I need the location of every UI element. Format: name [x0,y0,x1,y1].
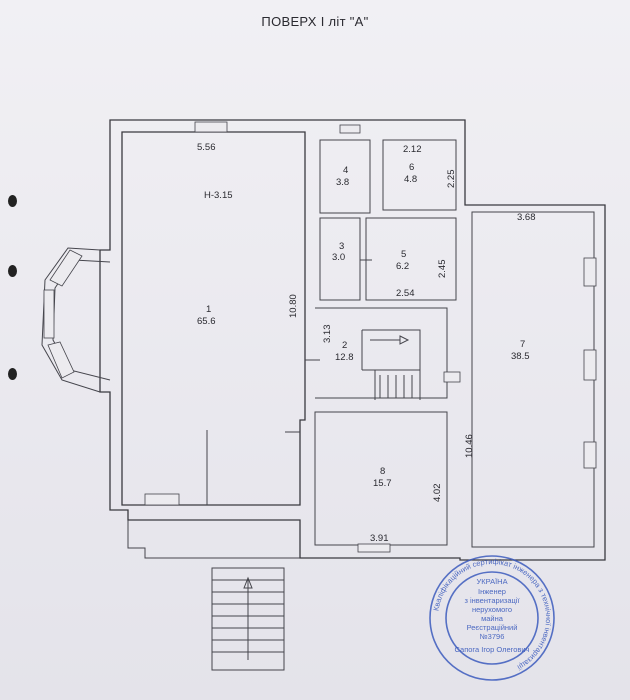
room-8-number: 8 [380,466,385,477]
dimension-label: 2.25 [446,170,457,189]
stamp-line: з інвентаризації [464,596,520,605]
room-6-walls [382,139,457,211]
room-6-number: 6 [409,162,414,173]
room-7-number: 7 [520,339,525,350]
room-3-walls [319,217,361,301]
room-7-walls [471,211,597,548]
porch [127,520,300,671]
room-7-area: 38.5 [511,351,530,362]
dimension-label: 3.13 [322,325,333,344]
stamp-line: №3796 [480,632,505,641]
outer-walls [99,119,606,561]
stamp-line: Реєстраційний [467,623,518,632]
dimension-label: 10.80 [288,294,299,318]
room-1-number: 1 [206,304,211,315]
room-2-area: 12.8 [335,352,354,363]
room-5-number: 5 [401,249,406,260]
dimension-label: 4.02 [432,484,443,503]
window-bottom [144,493,180,506]
binder-hole [8,265,17,277]
room-5-walls [365,217,457,301]
room-3-area: 3.0 [332,252,345,263]
room-3-number: 3 [339,241,344,252]
dimension-label: 3.91 [370,533,389,544]
stamp-line: Інженер [478,587,506,596]
stamp-country: УКРАЇНА [476,577,507,586]
stamp-name: Сапога Ігор Олегович [455,645,530,654]
room-1-area: 65.6 [197,316,216,327]
dimension-label: 10.46 [464,434,475,458]
dimension-label: 2.45 [437,260,448,279]
dimension-label: 3.68 [517,212,536,223]
room-4-number: 4 [343,165,348,176]
dimension-label: 2.54 [396,288,415,299]
stamp-line: нерухомого [472,605,512,614]
window-top-1 [194,121,228,133]
room-2-number: 2 [342,340,347,351]
official-stamp: Кваліфікаційний сертифікат інженера з те… [429,555,555,681]
room-6-area: 4.8 [404,174,417,185]
dimension-label: 2.12 [403,144,422,155]
height-label: Н-3.15 [204,190,233,201]
room-2-walls [315,307,461,400]
binder-hole [8,195,17,207]
binder-hole [8,368,17,380]
room-4-area: 3.8 [336,177,349,188]
room-5-area: 6.2 [396,261,409,272]
window-top-2 [339,124,361,134]
page-title: ПОВЕРХ I літ "А" [261,14,369,29]
dimension-label: 5.56 [197,142,216,153]
room-8-area: 15.7 [373,478,392,489]
stamp-line: майна [481,614,504,623]
bay-window [41,247,111,393]
room-8-walls [314,411,448,553]
